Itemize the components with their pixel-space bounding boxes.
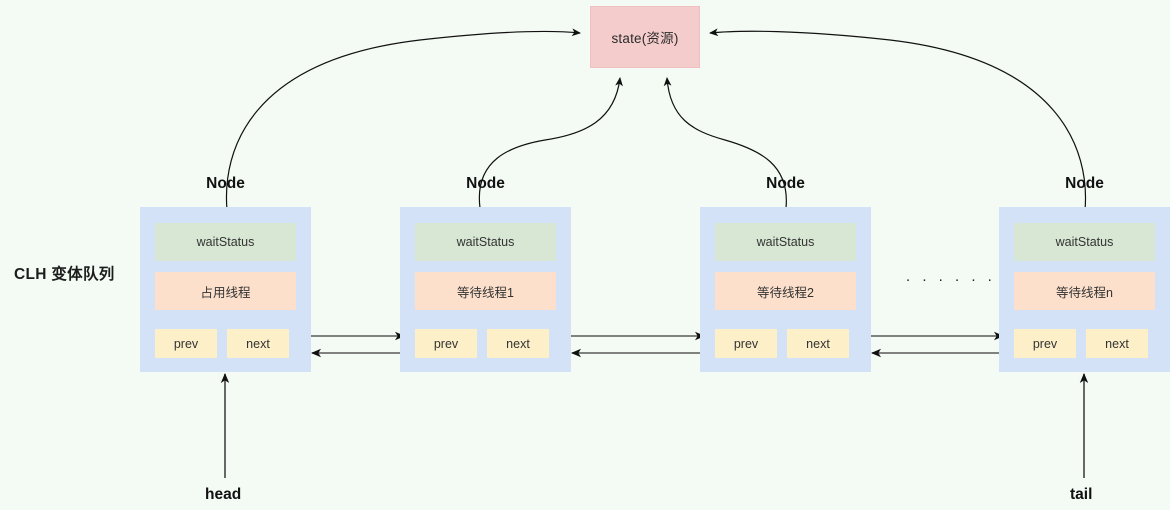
node-2-prev: prev (415, 329, 477, 358)
tail-pointer-label: tail (1070, 486, 1093, 503)
node-1[interactable]: Node waitStatus 占用线程 prev next (140, 175, 311, 372)
node-1-title: Node (206, 175, 245, 192)
node-4-prev: prev (1014, 329, 1076, 358)
node-4-next: next (1086, 329, 1148, 358)
node-2[interactable]: Node waitStatus 等待线程1 prev next (400, 175, 571, 372)
node-3-waitstatus: waitStatus (715, 223, 856, 261)
state-label: state(资源) (611, 31, 679, 46)
nodes-ellipsis: . . . . . . . (906, 268, 1013, 285)
node-4-waitstatus: waitStatus (1014, 223, 1155, 261)
state-box[interactable]: state(资源) (590, 6, 700, 68)
node-2-title: Node (466, 175, 505, 192)
node-1-waitstatus: waitStatus (155, 223, 296, 261)
node-1-thread: 占用线程 (155, 272, 296, 310)
node-2-next: next (487, 329, 549, 358)
node-2-waitstatus: waitStatus (415, 223, 556, 261)
node-3-title: Node (766, 175, 805, 192)
node-4[interactable]: Node waitStatus 等待线程n prev next (999, 175, 1170, 372)
node-3-next: next (787, 329, 849, 358)
queue-caption: CLH 变体队列 (14, 266, 115, 283)
node-4-title: Node (1065, 175, 1104, 192)
head-pointer-label: head (205, 486, 242, 503)
node-1-prev: prev (155, 329, 217, 358)
node-1-next: next (227, 329, 289, 358)
node-3[interactable]: Node waitStatus 等待线程2 prev next (700, 175, 871, 372)
link-node1-to-state (225, 28, 581, 211)
node-3-thread: 等待线程2 (715, 272, 856, 310)
node-4-thread: 等待线程n (1014, 272, 1155, 310)
node-2-thread: 等待线程1 (415, 272, 556, 310)
node-3-prev: prev (715, 329, 777, 358)
